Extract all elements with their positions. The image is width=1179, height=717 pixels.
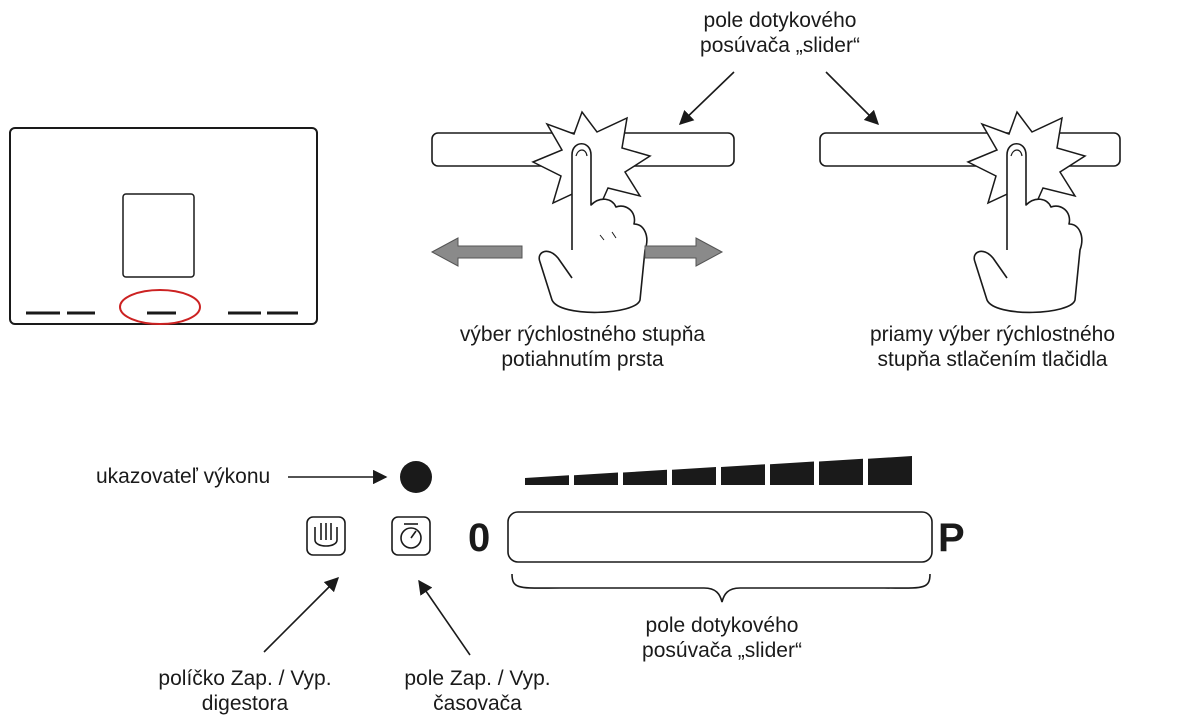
slider-highlight-ellipse xyxy=(119,289,201,325)
slider-field[interactable] xyxy=(507,511,933,563)
drag-select-caption: výber rýchlostného stupňa potiahnutím pr… xyxy=(459,323,706,371)
hood-toggle-button[interactable] xyxy=(306,516,346,556)
power-level-bar xyxy=(525,475,569,485)
power-level-bars xyxy=(525,456,912,485)
arrow-right-icon xyxy=(644,237,724,267)
direct-selection-illustration xyxy=(819,110,1121,314)
power-level-bar xyxy=(721,464,765,485)
hood-button-label: políčko Zap. / Vyp. digestora xyxy=(158,667,332,715)
hood-fan-icon xyxy=(314,523,338,547)
slider-min-label: 0 xyxy=(468,516,491,560)
pointer-arrow xyxy=(825,71,880,126)
timer-icon xyxy=(400,523,422,549)
finger-touch-icon xyxy=(538,142,648,314)
hood-panel-overview xyxy=(9,127,318,325)
timer-pointer-arrow xyxy=(418,579,471,656)
power-level-bar xyxy=(770,461,814,485)
slider-field-label-top: pole dotykového posúvača „slider“ xyxy=(700,9,860,57)
power-level-bar xyxy=(672,467,716,485)
panel-display xyxy=(122,193,195,278)
pointer-arrow xyxy=(678,71,735,125)
direct-select-caption: priamy výber rýchlostného stupňa stlačen… xyxy=(869,323,1116,371)
slider-max-label: P xyxy=(938,516,965,560)
slider-field-label-bottom: pole dotykového posúvača „slider“ xyxy=(642,614,802,662)
hood-pointer-arrow xyxy=(263,576,340,653)
power-level-bar xyxy=(574,472,618,485)
power-indicator-label: ukazovateľ výkonu xyxy=(96,465,271,488)
power-level-bar xyxy=(623,469,667,485)
drag-selection-illustration xyxy=(430,110,735,314)
power-level-bar xyxy=(868,456,912,485)
timer-button-label: pole Zap. / Vyp. časovača xyxy=(404,667,551,715)
finger-touch-icon xyxy=(973,142,1083,314)
slider-brace xyxy=(511,573,931,603)
arrow-left-icon xyxy=(430,237,523,267)
power-indicator-dot xyxy=(400,461,432,493)
timer-toggle-button[interactable] xyxy=(391,516,431,556)
power-level-bar xyxy=(819,458,863,485)
